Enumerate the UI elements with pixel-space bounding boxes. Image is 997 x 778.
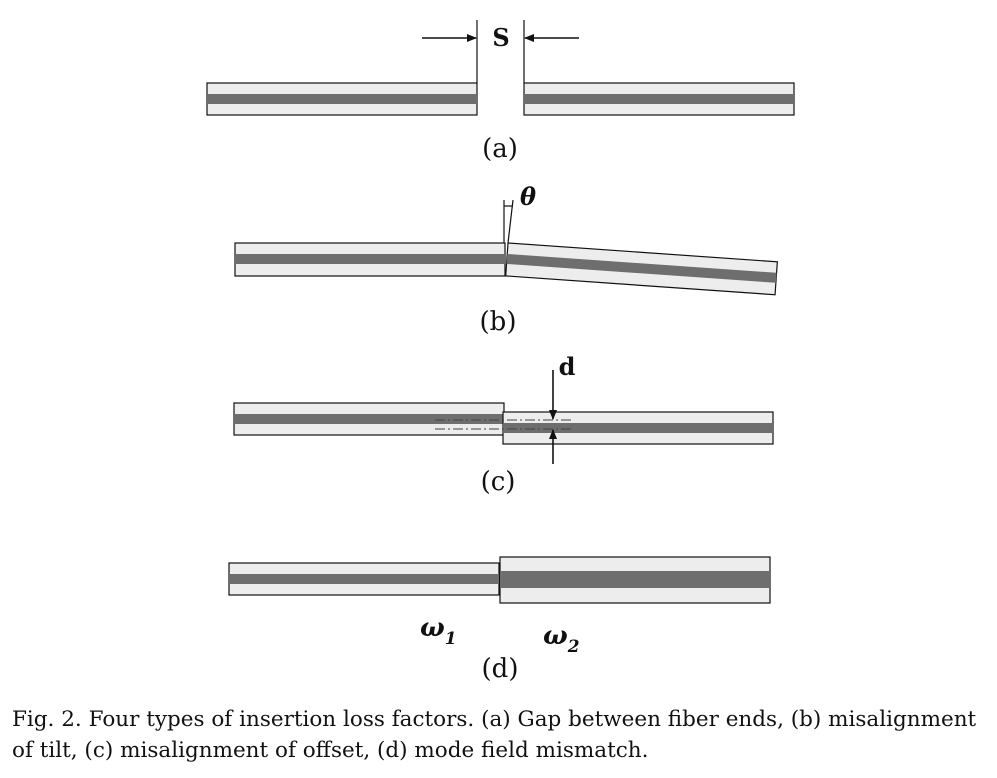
- panel-label-a: (a): [482, 134, 518, 164]
- fiber-left-a: [206, 82, 478, 116]
- insertion-loss-diagram: S θ d: [206, 20, 795, 657]
- panel-d: ω1 ω2: [228, 556, 771, 657]
- fiber-left-c: [233, 402, 505, 436]
- fiber-left-b: [234, 242, 506, 277]
- gap-symbol: S: [492, 23, 509, 52]
- mode-field-1-label: ω1: [420, 613, 457, 649]
- figure-caption: Fig. 2. Four types of insertion loss fac…: [12, 707, 977, 763]
- fiber-right-b-tilted: [505, 242, 778, 296]
- mode-field-2-label: ω2: [543, 621, 580, 657]
- offset-symbol: d: [559, 352, 576, 381]
- panel-a: S: [206, 20, 795, 116]
- panel-label-c: (c): [480, 467, 516, 497]
- fiber-left-d: [228, 562, 500, 596]
- panel-b: θ: [234, 182, 778, 296]
- panel-c: d: [233, 352, 774, 464]
- panel-label-b: (b): [479, 307, 517, 337]
- fiber-right-a: [523, 82, 795, 116]
- tilt-angle-line: [507, 199, 514, 244]
- fiber-right-c-offset: [502, 411, 774, 445]
- panel-label-d: (d): [481, 654, 519, 684]
- fiber-right-d-wide: [499, 556, 771, 604]
- tilt-angle-symbol: θ: [520, 182, 536, 211]
